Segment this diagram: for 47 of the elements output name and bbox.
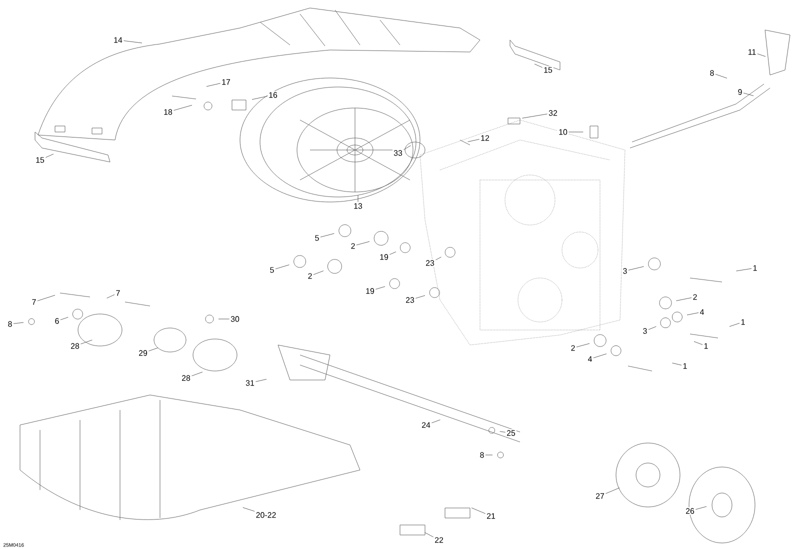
leader-line (695, 506, 707, 510)
leader-line (415, 295, 426, 299)
leader-line (729, 322, 740, 327)
leader-line (628, 266, 644, 270)
leader-line (37, 294, 56, 302)
leader-line (593, 354, 607, 358)
leader-line (191, 372, 203, 376)
leader-line (694, 341, 703, 345)
leader-line (275, 264, 290, 270)
leader-line (148, 348, 158, 352)
leader-line (375, 286, 386, 290)
leader-line (743, 92, 754, 96)
leader-line (403, 145, 412, 150)
leader-line (313, 270, 324, 275)
leader-line (672, 362, 682, 366)
leader-line (757, 54, 766, 57)
leader-line (715, 74, 728, 78)
leader-line (468, 139, 480, 142)
leader-line (242, 507, 255, 512)
leader-line (173, 104, 192, 111)
leader-line (45, 154, 54, 158)
leader-line (686, 312, 699, 316)
leader-line (206, 83, 221, 87)
leader-line (435, 256, 442, 260)
leader-line (389, 252, 396, 255)
leader-line (431, 420, 440, 424)
leader-line (123, 40, 142, 44)
leader-line (320, 233, 334, 238)
leader-line (218, 318, 230, 320)
leader-line (60, 316, 68, 320)
leader-line (424, 532, 434, 538)
leader-line (356, 241, 370, 246)
leader-line (576, 343, 590, 348)
leader-line (106, 294, 115, 298)
leader-line (80, 340, 92, 344)
leader-line (500, 431, 506, 432)
leader-line (736, 268, 752, 272)
leader-line (676, 297, 692, 302)
leader-line (485, 454, 493, 456)
leader-line (13, 322, 24, 324)
leader-line (648, 326, 656, 330)
leader-line (534, 64, 543, 68)
leader-line (255, 378, 267, 382)
leader-line (471, 508, 486, 514)
leader-line (522, 114, 548, 118)
leader-line (252, 96, 268, 100)
leader-line (605, 488, 620, 494)
